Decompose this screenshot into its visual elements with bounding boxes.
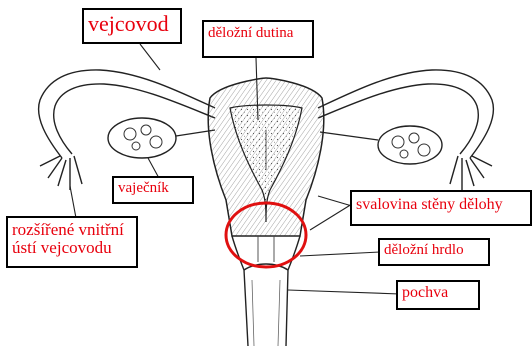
right-ovary bbox=[320, 126, 442, 164]
label-vejcovod: vejcovod bbox=[82, 8, 182, 44]
cervix-vagina bbox=[232, 236, 300, 346]
label-vajecnik: vaječník bbox=[112, 176, 194, 204]
uterus-body bbox=[208, 78, 324, 236]
label-rozsirene-usti: rozšířené vnitřní ústí vejcovodu bbox=[6, 216, 138, 268]
label-pochva: pochva bbox=[396, 280, 480, 310]
label-delozni-dutina: děložní dutina bbox=[202, 20, 314, 58]
label-svalovina: svalovina stěny dělohy bbox=[350, 190, 532, 226]
label-delozni-hrdlo: děložní hrdlo bbox=[378, 238, 490, 266]
left-ovary bbox=[108, 118, 215, 158]
